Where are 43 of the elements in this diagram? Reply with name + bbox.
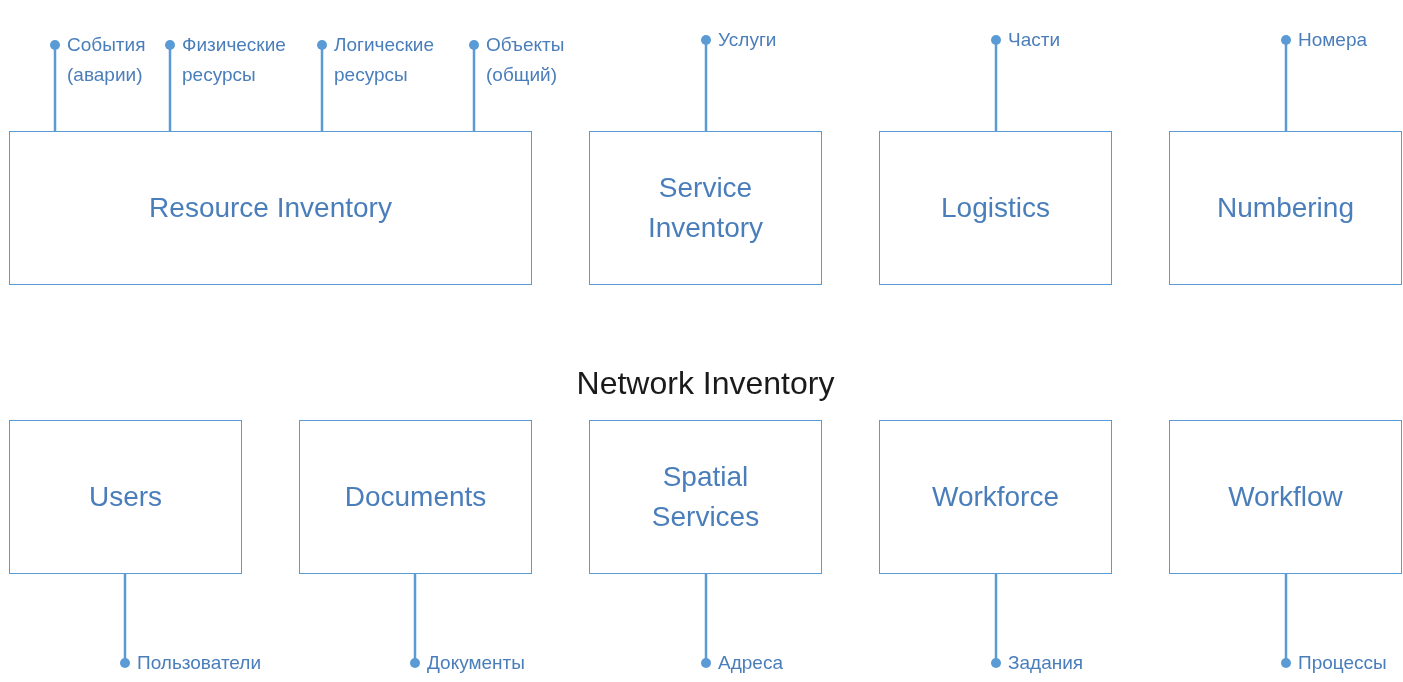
- connector-line: [469, 40, 479, 131]
- box-label: Documents: [344, 480, 487, 514]
- connector-line: [701, 35, 711, 131]
- process-box: [589, 131, 822, 285]
- box-label: Numbering: [1217, 191, 1354, 225]
- callout-label: Задания: [1008, 651, 1084, 675]
- process-box: [1169, 420, 1402, 574]
- box-label: Workforce: [931, 480, 1060, 514]
- connector-line: [120, 574, 130, 668]
- box-label: Service Inventory: [646, 171, 765, 245]
- diagram-title: Network Inventory: [575, 364, 836, 403]
- process-box: [879, 131, 1112, 285]
- process-box: [879, 420, 1112, 574]
- callout-label: События (аварии): [67, 33, 146, 87]
- callout-label: Адреса: [718, 651, 783, 675]
- process-box: [589, 420, 822, 574]
- box-label: Spatial Services: [650, 460, 761, 534]
- process-box: [299, 420, 532, 574]
- connector-line: [1281, 35, 1291, 131]
- connector-line: [701, 574, 711, 668]
- box-label: Workflow: [1228, 480, 1343, 514]
- callout-label: Услуги: [718, 28, 777, 52]
- process-box: [9, 420, 242, 574]
- callout-label: Объекты (общий): [486, 33, 565, 87]
- process-box: [1169, 131, 1402, 285]
- connector-line: [317, 40, 327, 131]
- connector-line: [50, 40, 60, 131]
- callout-label: Части: [1008, 28, 1061, 52]
- connector-line: [991, 35, 1001, 131]
- callout-label: Пользователи: [137, 651, 261, 675]
- callout-label: Процессы: [1298, 651, 1387, 675]
- callout-label: Номера: [1298, 28, 1368, 52]
- connector-line: [165, 40, 175, 131]
- callout-label: Физические ресурсы: [182, 33, 286, 87]
- connector-line: [991, 574, 1001, 668]
- box-label: Logistics: [941, 191, 1050, 225]
- connector-line: [1281, 574, 1291, 668]
- box-label: Users: [88, 480, 163, 514]
- callout-label: Документы: [427, 651, 525, 675]
- box-label: Resource Inventory: [149, 191, 392, 225]
- process-box: [9, 131, 532, 285]
- connector-line: [410, 574, 420, 668]
- callout-label: Логические ресурсы: [334, 33, 435, 87]
